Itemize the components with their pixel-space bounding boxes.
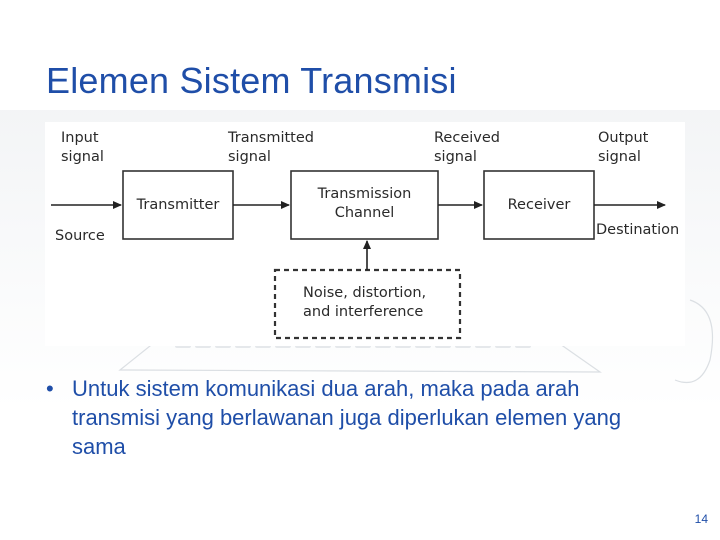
channel-label: Transmission Channel (317, 186, 412, 221)
transmitter-label: Transmitter (136, 197, 220, 213)
destination-label: Destination (596, 222, 680, 238)
page-number: 14 (694, 512, 708, 526)
transmitted-signal-label: Transmitted signal (228, 130, 314, 165)
transmitter-box (122, 170, 234, 240)
bullet-text: Untuk sistem komunikasi dua arah, maka p… (72, 376, 622, 459)
noise-label: Noise, distortion, and interference (303, 285, 427, 320)
receiver-box (483, 170, 595, 240)
slide-title: Elemen Sistem Transmisi (46, 60, 457, 101)
output-signal-label: Output signal (598, 130, 649, 165)
diagram-shapes (51, 170, 666, 340)
received-signal-label: Received signal (434, 130, 500, 165)
transmission-block-diagram: Input signal Transmitted signal Received… (45, 122, 685, 346)
noise-box (273, 268, 462, 340)
receiver-label: Receiver (507, 197, 571, 213)
input-signal-label: Input signal (61, 130, 104, 165)
source-label: Source (55, 228, 105, 244)
bullet-marker: • (46, 376, 54, 401)
channel-box (290, 170, 439, 240)
